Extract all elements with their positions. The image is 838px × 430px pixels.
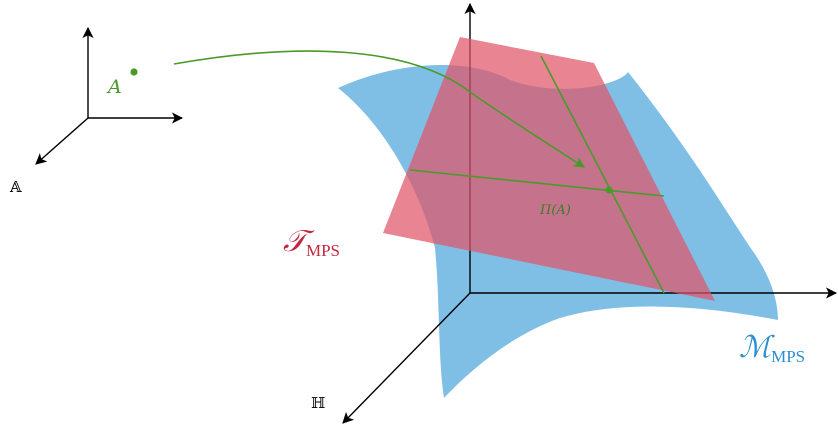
tangent-label: 𝒯MPS (283, 224, 340, 260)
main-axis-label: ℍ (311, 394, 325, 412)
small-axis-label: 𝔸 (9, 178, 22, 196)
point-a: A (106, 68, 138, 98)
small-axes: 𝔸 (9, 26, 184, 196)
tangent-line-2 (540, 55, 665, 294)
main-axis-down-left (342, 292, 471, 424)
manifold-label: ℳMPS (739, 330, 805, 366)
small-axis-down-left (35, 117, 89, 165)
point-a-label: A (106, 76, 122, 98)
projected-point (605, 186, 613, 194)
tangent-line-1 (409, 169, 665, 197)
manifold-label-sub: MPS (771, 347, 805, 366)
projection-label: Π(A) (539, 203, 571, 218)
tangent-plane (383, 37, 715, 301)
manifold-label-main: ℳ (739, 330, 775, 365)
tangent-label-sub: MPS (306, 241, 340, 260)
projection-curve (173, 50, 585, 168)
point-a-dot (130, 68, 138, 76)
